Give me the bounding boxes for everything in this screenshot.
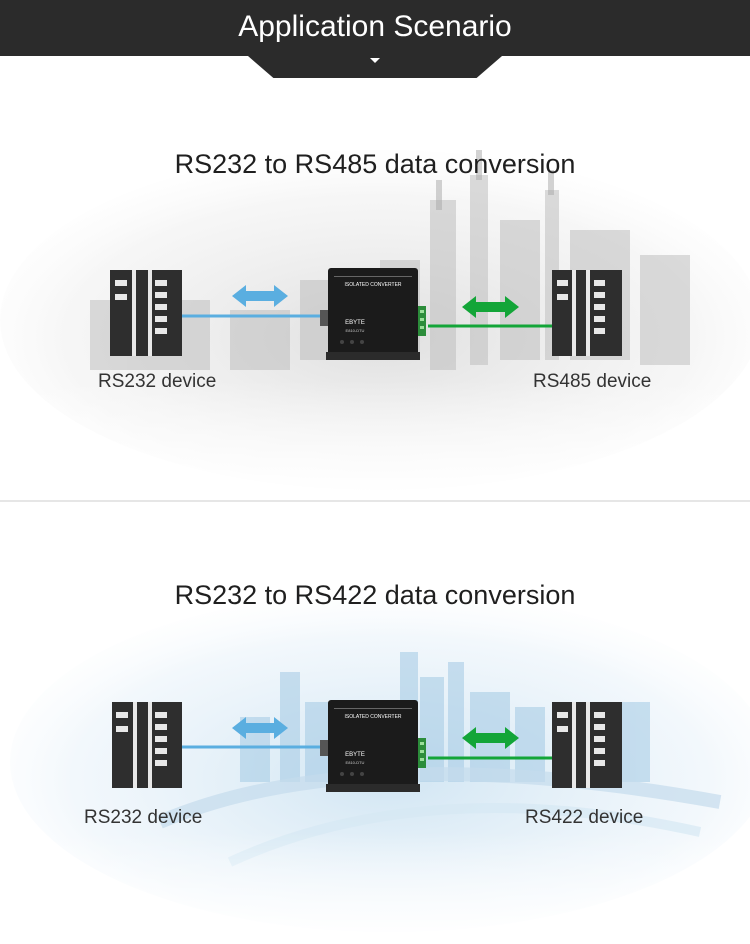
conversion-diagram: ISOLATED CONVERTER EBYTE E810-DTU: [112, 700, 622, 792]
section-title: RS232 to RS485 data conversion: [174, 149, 576, 179]
header-bar: Application Scenario: [0, 0, 750, 56]
right-device-label: RS485 device: [533, 371, 652, 392]
rs422-device-icon: [552, 702, 622, 788]
rs485-device-icon: [552, 270, 622, 356]
rs232-device-icon: [110, 270, 182, 356]
scenario-rs485: RS232 to RS485 data conversion: [0, 80, 750, 500]
converter-device-icon: ISOLATED CONVERTER EBYTE E810-DTU: [320, 700, 426, 792]
svg-text:EBYTE: EBYTE: [345, 320, 365, 326]
left-device-label: RS232 device: [84, 807, 203, 828]
converter-device-icon: ISOLATED CONVERTER EBYTE E810-DTU: [320, 268, 426, 360]
bidirectional-arrow-icon: [232, 285, 288, 307]
section-title: RS232 to RS422 data conversion: [174, 580, 576, 610]
left-device-label: RS232 device: [98, 371, 217, 392]
caret-down-icon: [370, 58, 380, 63]
svg-text:ISOLATED CONVERTER: ISOLATED CONVERTER: [344, 714, 401, 720]
bidirectional-arrow-icon: [462, 296, 519, 318]
svg-text:E810-DTU: E810-DTU: [346, 760, 365, 765]
bidirectional-arrow-icon: [232, 717, 288, 739]
header-tab: [248, 56, 502, 78]
section-divider: [0, 500, 750, 502]
svg-text:EBYTE: EBYTE: [345, 752, 365, 758]
scenario-rs422: RS232 to RS422 data conversion: [0, 502, 750, 944]
svg-text:E810-DTU: E810-DTU: [346, 328, 365, 333]
svg-text:ISOLATED CONVERTER: ISOLATED CONVERTER: [344, 282, 401, 288]
right-device-label: RS422 device: [525, 807, 644, 828]
header-title: Application Scenario: [238, 10, 512, 43]
rs232-device-icon: [112, 702, 182, 788]
conversion-diagram: ISOLATED CONVERTER EBYTE E810-DTU: [110, 268, 622, 360]
bidirectional-arrow-icon: [462, 727, 519, 749]
